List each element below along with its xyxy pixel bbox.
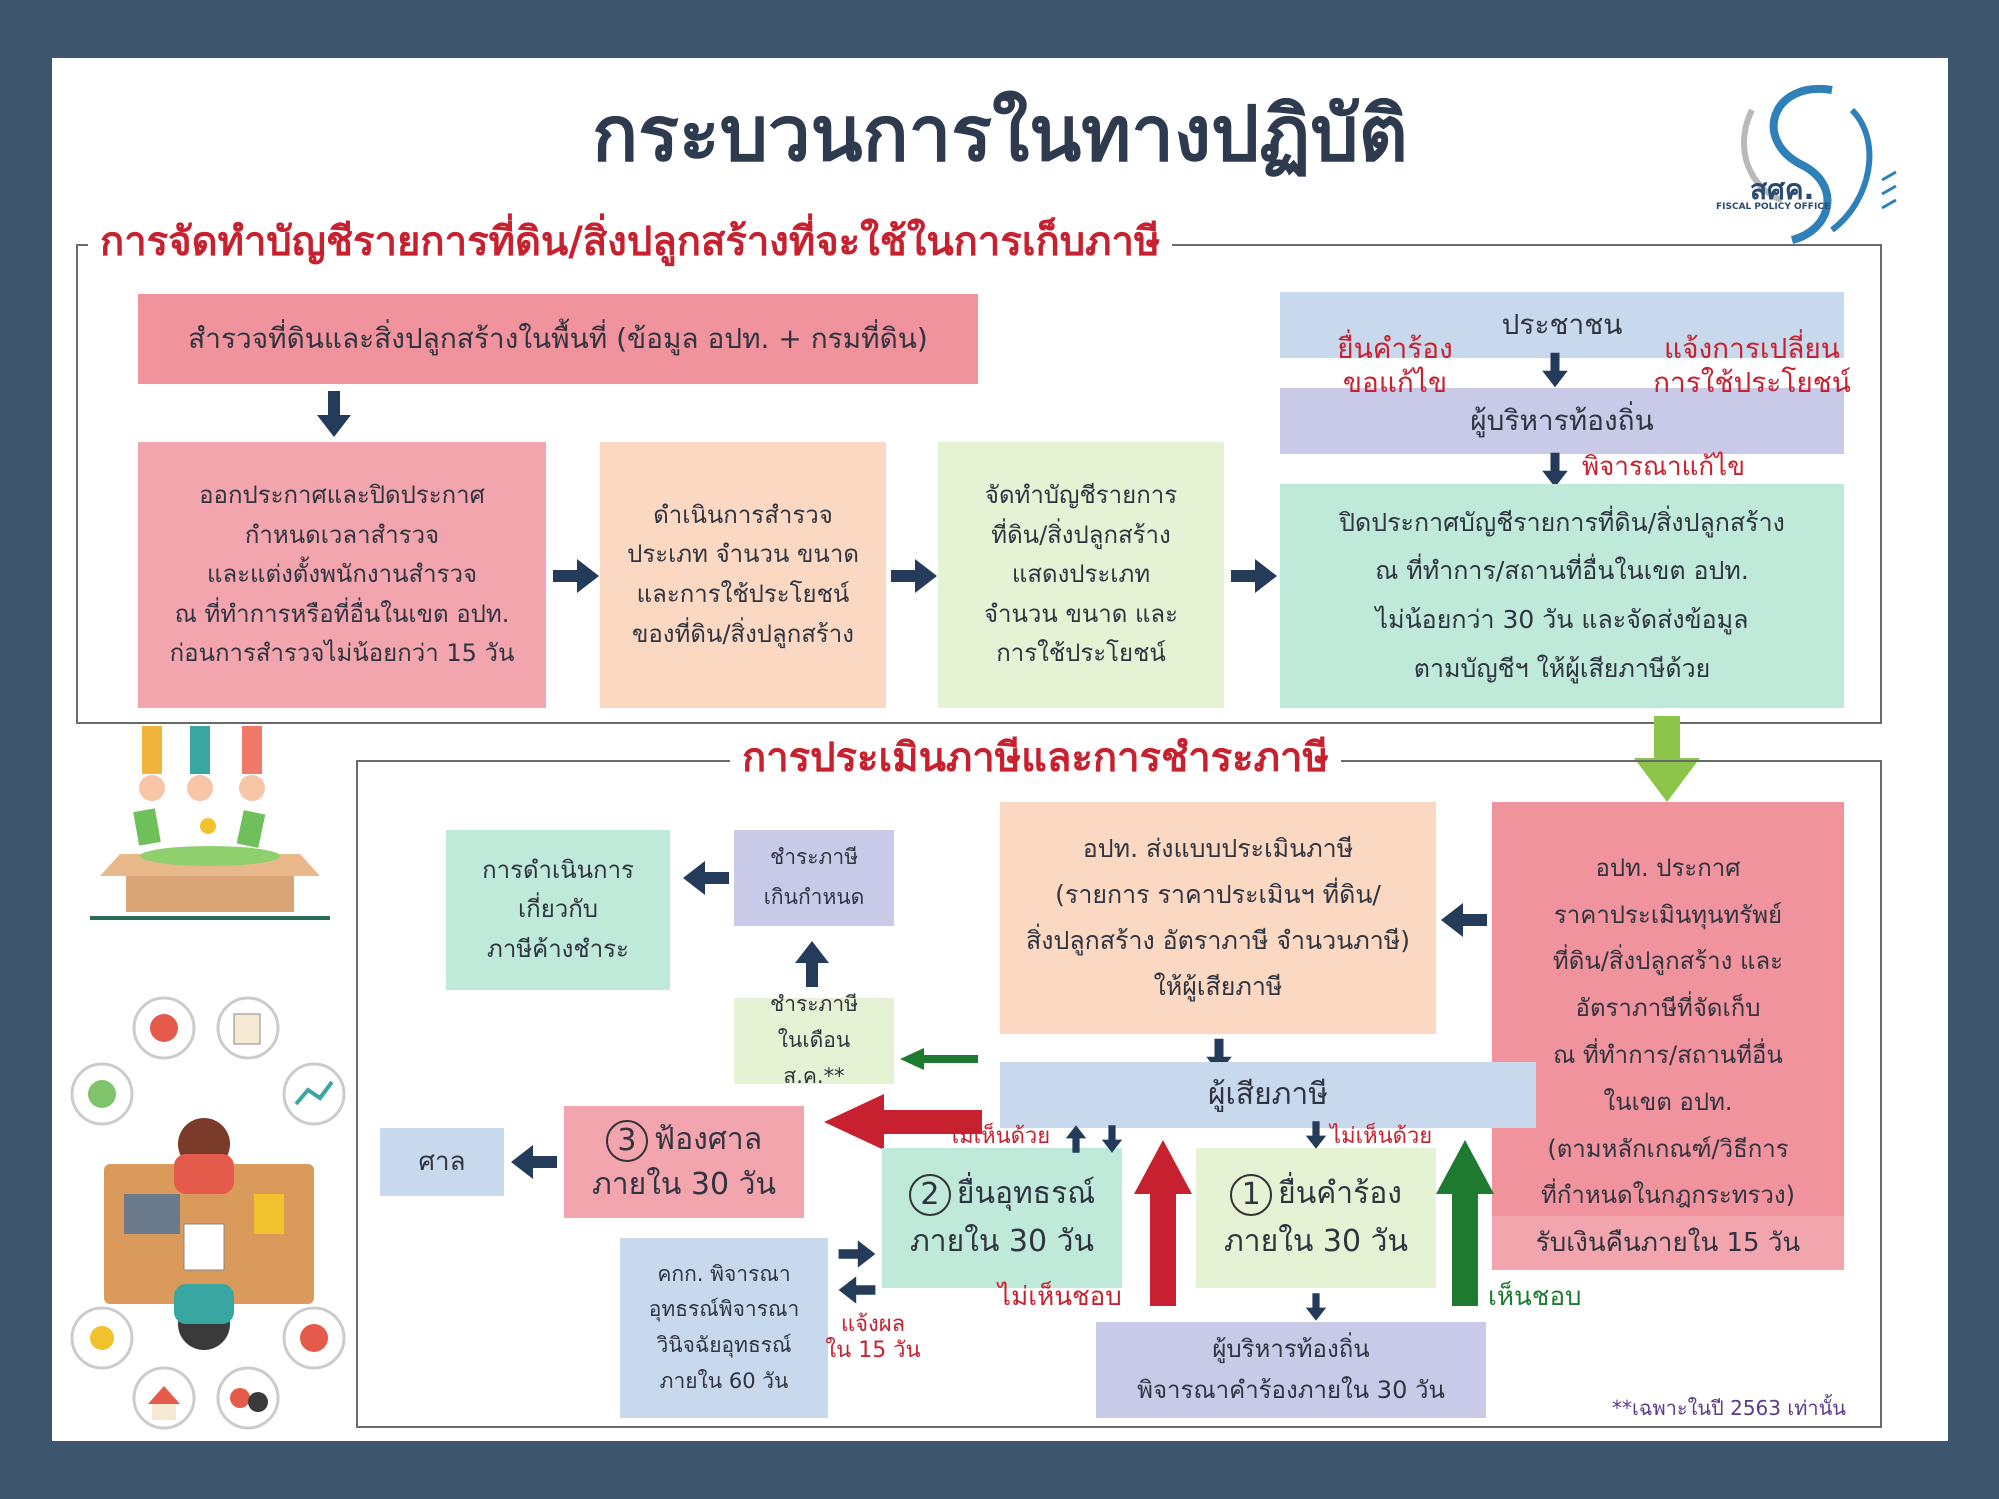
committee-box: คกก. พิจารณา อุทธรณ์พิจารณา วินิจฉัยอุทธ… xyxy=(620,1238,828,1418)
conduct-box: ดำเนินการสำรวจ ประเภท จำนวน ขนาด และการใ… xyxy=(600,442,886,708)
step3-title: ฟ้องศาล xyxy=(653,1122,763,1157)
arrow-left-icon xyxy=(508,1142,560,1182)
footnote: **เฉพาะในปี 2563 เท่านั้น xyxy=(1612,1396,1846,1420)
disagree-label-2: ไม่เห็นด้วย xyxy=(1330,1124,1433,1149)
step2-title: ยื่นอุทธรณ์ xyxy=(956,1176,1096,1211)
step2-deadline: ภายใน 30 วัน xyxy=(910,1224,1094,1259)
petition-fix-label: ยื่นคำร้อง ขอแก้ไข xyxy=(1337,332,1453,399)
lao-announce-box: อปท. ประกาศ ราคาประเมินทุนทรัพย์ ที่ดิน/… xyxy=(1492,802,1844,1262)
fpo-logo: สศค. FISCAL POLICY OFFICE xyxy=(1712,70,1902,250)
arrow-up-icon xyxy=(1064,1120,1088,1158)
green-arrow-left-icon xyxy=(900,1048,978,1070)
big-red-arrow-up-icon xyxy=(1134,1140,1192,1306)
survey-box: สำรวจที่ดินและสิ่งปลูกสร้างในพื้นที่ (ข้… xyxy=(138,294,978,384)
taxpayer-box: ผู้เสียภาษี xyxy=(1000,1062,1536,1128)
logo-swirl-icon xyxy=(1741,84,1897,244)
local-admin-box: ผู้บริหารท้องถิ่น xyxy=(1280,388,1844,454)
page-title: กระบวนการในทางปฏิบัติ xyxy=(592,89,1408,178)
logo-text: สศค. xyxy=(1750,173,1815,206)
arrears-box: การดำเนินการ เกี่ยวกับ ภาษีค้างชำระ xyxy=(446,830,670,990)
court-box: ศาล xyxy=(380,1128,504,1196)
money-box-icon xyxy=(90,726,330,920)
arrow-down-icon xyxy=(1540,350,1570,390)
notify-result-label: แจ้งผล ใน 15 วัน xyxy=(825,1312,921,1364)
money-box-illustration xyxy=(80,726,340,922)
consider-fix-label: พิจารณาแก้ไข xyxy=(1582,452,1746,482)
arrow-left-icon xyxy=(680,858,732,898)
arrow-down-icon xyxy=(1100,1120,1124,1158)
announce-box: ออกประกาศและปิดประกาศ กำหนดเวลาสำรวจ และ… xyxy=(138,442,546,708)
big-red-arrow-left-icon xyxy=(824,1094,982,1150)
arrow-down-icon xyxy=(314,388,354,440)
pay-in-month-box: ชำระภาษี ในเดือน ส.ค.** xyxy=(734,992,894,1088)
office-people-icon xyxy=(70,996,346,1430)
approve-label: เห็นชอบ xyxy=(1488,1282,1582,1312)
arrow-left-icon xyxy=(1438,900,1490,940)
disagree-label-1: ไม่เห็นด้วย xyxy=(948,1124,1051,1149)
people-box: ประชาชน xyxy=(1280,292,1844,358)
step1-title: ยื่นคำร้อง xyxy=(1278,1176,1402,1211)
arrow-right-icon xyxy=(836,1238,878,1270)
infographic-card: กระบวนการในทางปฏิบัติ สศค. FISCAL POLICY… xyxy=(52,58,1948,1441)
arrow-up-icon xyxy=(792,932,832,996)
not-approve-label: ไม่เห็นชอบ xyxy=(998,1282,1122,1312)
section1-title: การจัดทำบัญชีรายการที่ดิน/สิ่งปลูกสร้างท… xyxy=(88,218,1173,266)
big-green-arrow-up-icon xyxy=(1436,1140,1494,1306)
assess-form-box: อปท. ส่งแบบประเมินภาษี (รายการ ราคาประเม… xyxy=(1000,802,1436,1034)
office-illustration xyxy=(64,994,354,1434)
post-list-box: ปิดประกาศบัญชีรายการที่ดิน/สิ่งปลูกสร้าง… xyxy=(1280,484,1844,708)
step3-deadline: ภายใน 30 วัน xyxy=(592,1167,776,1202)
step2-number: 2 xyxy=(908,1173,951,1216)
refund-box: รับเงินคืนภายใน 15 วัน xyxy=(1492,1216,1844,1270)
section2-title: การประเมินภาษีและการชำระภาษี xyxy=(730,734,1341,782)
big-arrow-down-icon xyxy=(1634,716,1700,802)
arrow-right-icon xyxy=(888,556,940,596)
pay-overdue-box: ชำระภาษี เกินกำหนด xyxy=(734,830,894,926)
local-admin-petition-box: ผู้บริหารท้องถิ่น พิจารณาคำร้องภายใน 30 … xyxy=(1096,1322,1486,1418)
arrow-right-icon xyxy=(1228,556,1280,596)
arrow-down-icon xyxy=(1304,1118,1328,1152)
logo-subtext: FISCAL POLICY OFFICE xyxy=(1716,202,1831,212)
step1-deadline: ภายใน 30 วัน xyxy=(1224,1224,1408,1259)
arrow-left-icon xyxy=(836,1274,878,1306)
arrow-right-icon xyxy=(550,556,602,596)
step1-number: 1 xyxy=(1230,1173,1273,1216)
step3-number: 3 xyxy=(605,1119,648,1162)
notify-change-label: แจ้งการเปลี่ยน การใช้ประโยชน์ xyxy=(1653,332,1851,399)
prepare-box: จัดทำบัญชีรายการ ที่ดิน/สิ่งปลูกสร้าง แส… xyxy=(938,442,1224,708)
arrow-down-icon xyxy=(1304,1290,1328,1324)
